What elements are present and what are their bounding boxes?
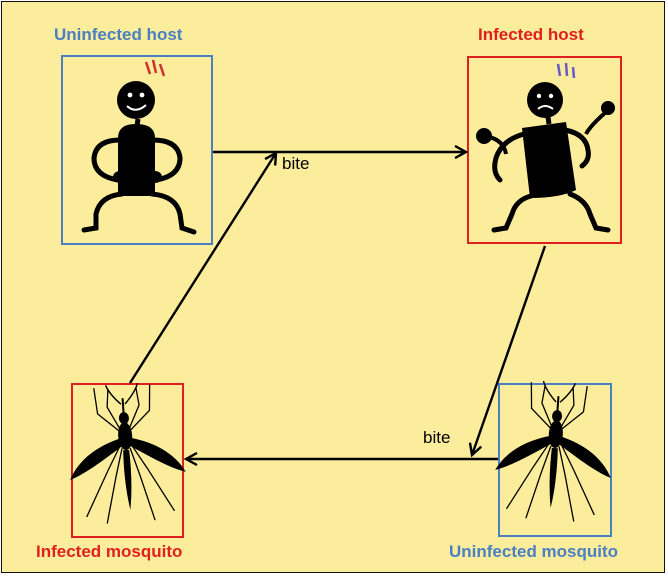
- infected-host-label: Infected host: [478, 25, 584, 45]
- uninfected-mosquito-label: Uninfected mosquito: [449, 542, 618, 562]
- uninfected-host-label: Uninfected host: [54, 25, 182, 45]
- uninfected-mosquito-icon: [492, 378, 617, 524]
- arrow-infected-host-to-uninfected-mosquito: [472, 246, 545, 455]
- uninfected-host-figure-icon: [84, 60, 194, 232]
- bite-label-top: bite: [282, 154, 309, 174]
- infected-host-figure-icon: [476, 63, 615, 230]
- infected-mosquito-label: Infected mosquito: [36, 542, 182, 562]
- infected-mosquito-icon: [64, 380, 189, 526]
- bite-label-bottom: bite: [423, 428, 450, 448]
